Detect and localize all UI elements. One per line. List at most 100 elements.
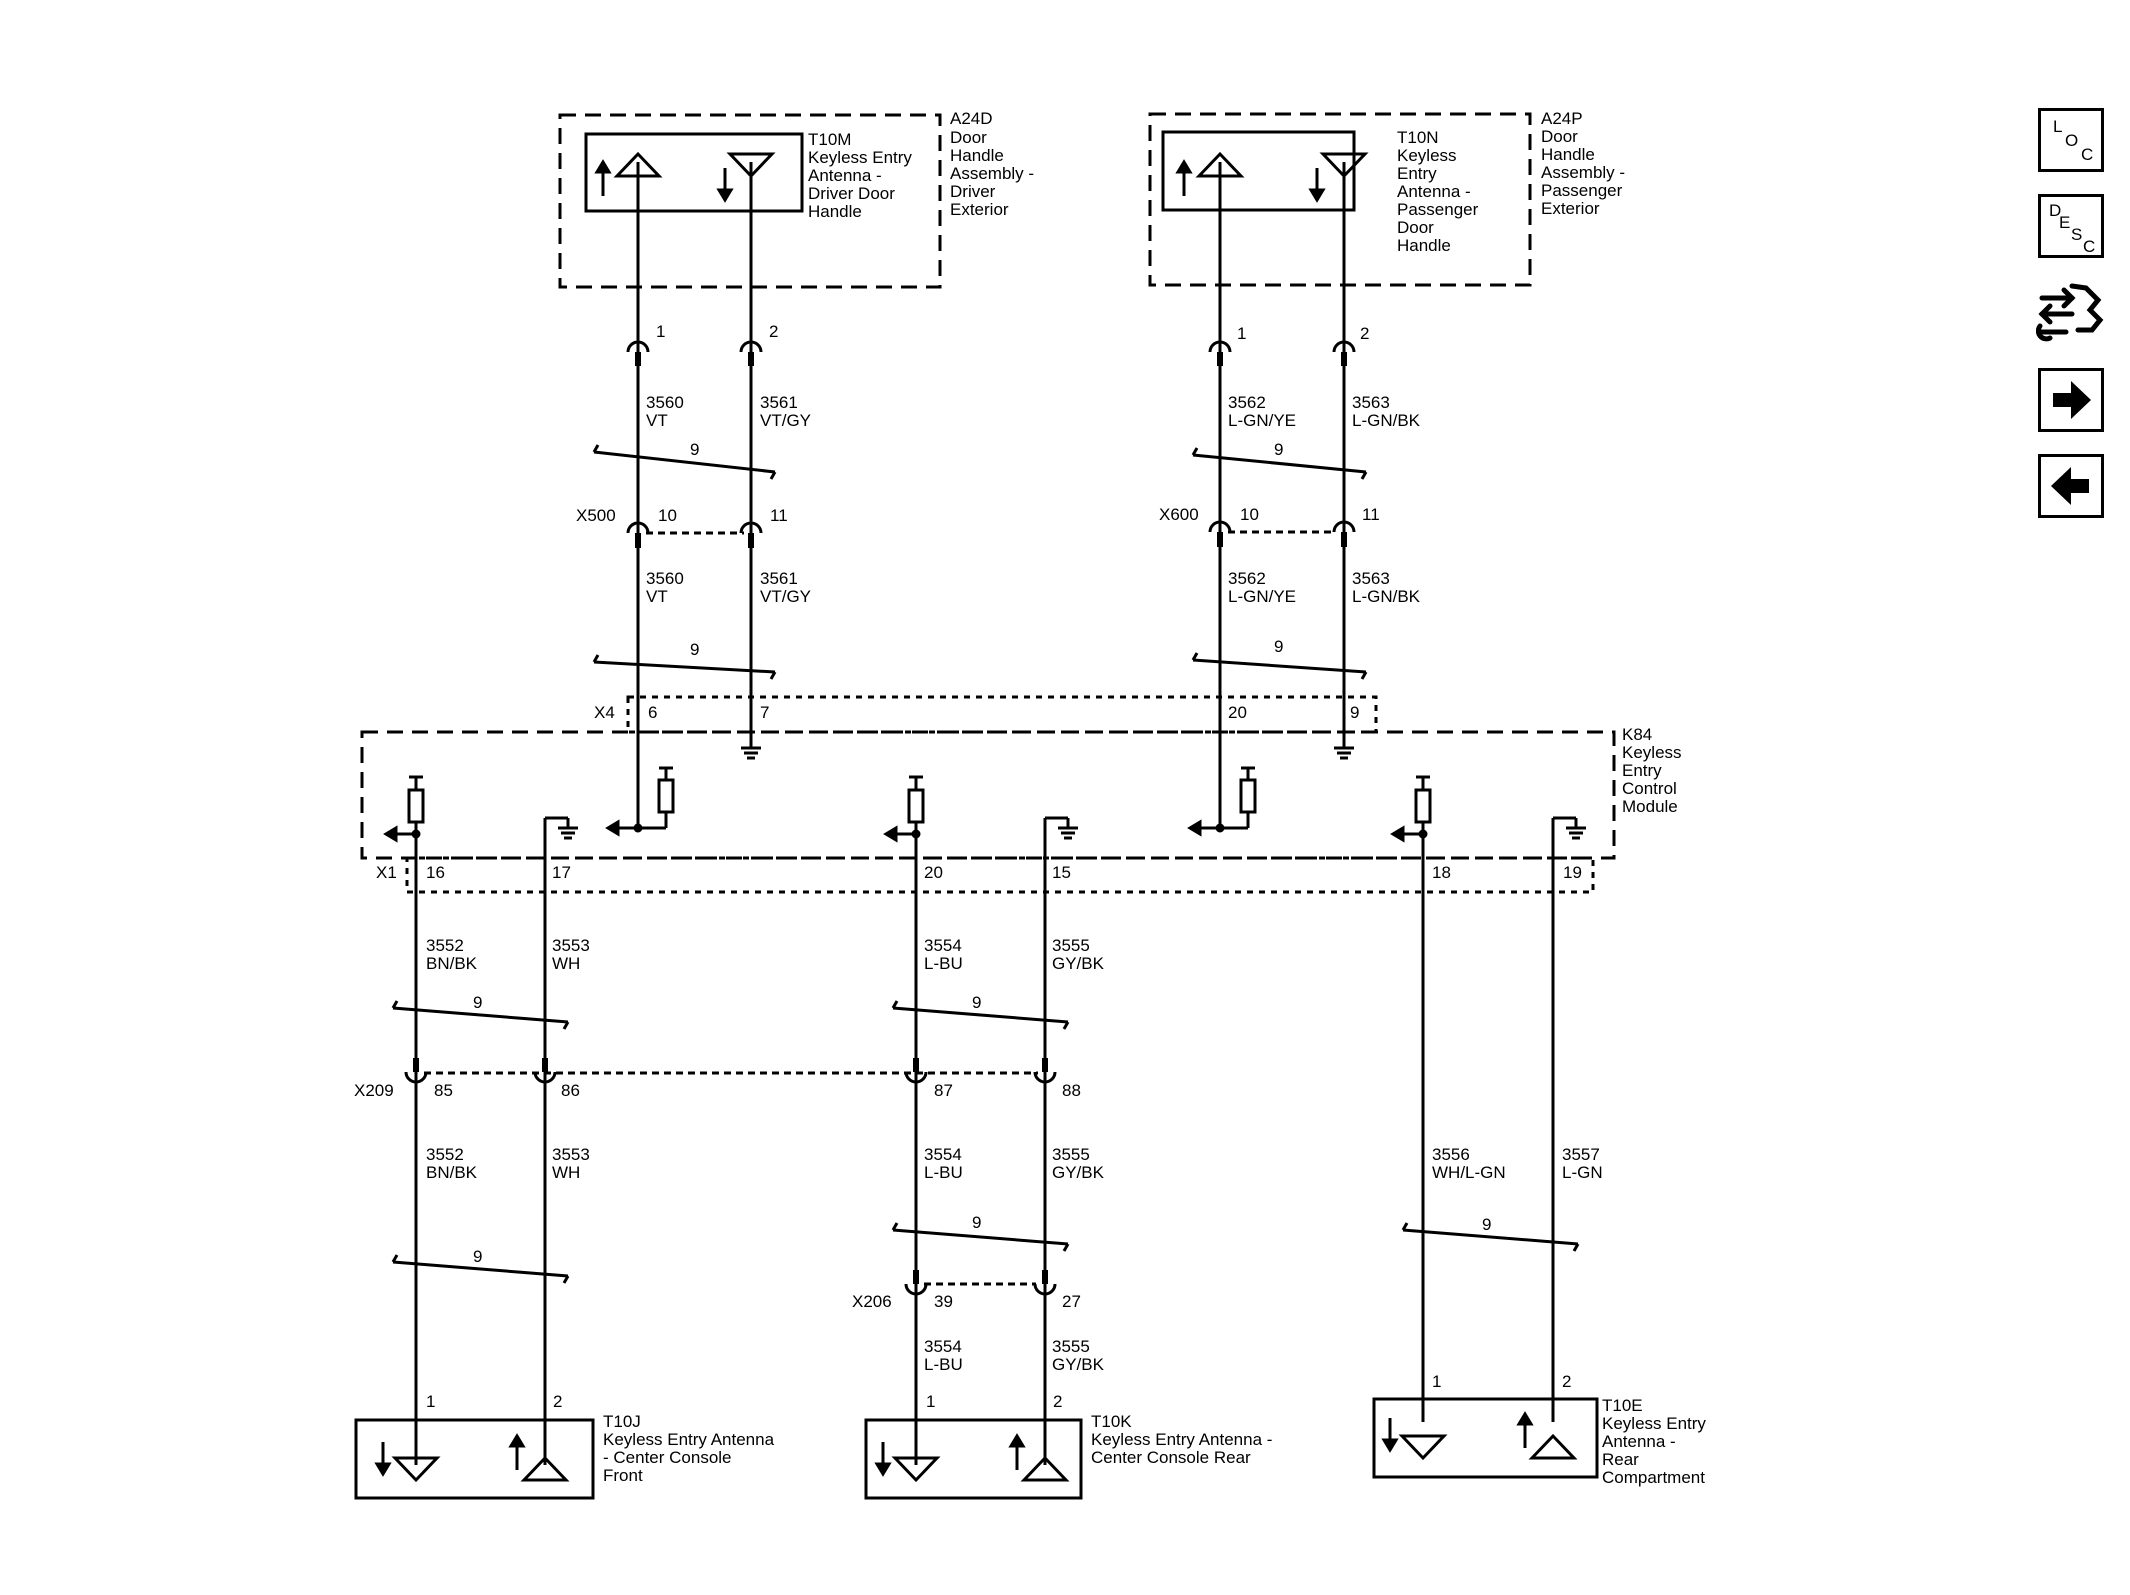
a24d-desc: Driver	[950, 182, 996, 201]
a24d-dashed-box	[558, 113, 942, 289]
circuit-number: 3557	[1562, 1145, 1600, 1164]
twist-label: 9	[473, 993, 482, 1012]
desc-letter: E	[2059, 213, 2071, 232]
circuit-color: VT/GY	[760, 587, 811, 606]
circuit-color: L-GN/BK	[1352, 411, 1421, 430]
pin-number: 19	[1563, 863, 1582, 882]
t10j-desc: - Center Console	[603, 1448, 732, 1467]
pin-number: 88	[1062, 1081, 1081, 1100]
pin-number: 39	[934, 1292, 953, 1311]
pin-number: 1	[1237, 324, 1246, 343]
connector-end-view-icon[interactable]	[2035, 276, 2108, 346]
twist-label: 9	[1482, 1215, 1491, 1234]
circuit-number: 3561	[760, 393, 798, 412]
connector-label: X4	[594, 703, 615, 722]
connector-label: X209	[354, 1081, 394, 1100]
twist-marker	[1192, 453, 1367, 474]
circuit-color: WH	[552, 1163, 580, 1182]
pin-number: 2	[1562, 1372, 1571, 1391]
forward-button[interactable]	[2038, 368, 2104, 432]
connector-cavity	[1033, 1283, 1057, 1296]
circuit-color: VT	[646, 411, 668, 430]
circuit-number: 3561	[760, 569, 798, 588]
twist-marker	[592, 444, 600, 453]
back-button[interactable]	[2038, 454, 2104, 518]
a24p-desc: Passenger	[1541, 181, 1623, 200]
pin-number: 2	[1360, 324, 1369, 343]
circuit-number: 3556	[1432, 1145, 1470, 1164]
pin-number: 17	[552, 863, 571, 882]
t10m-desc: Driver Door	[808, 184, 895, 203]
twist-marker	[892, 1006, 1069, 1024]
t10e-desc: Compartment	[1602, 1468, 1705, 1487]
twist-label: 9	[690, 640, 699, 659]
circuit-number: 3563	[1352, 393, 1390, 412]
twist-label: 9	[972, 993, 981, 1012]
t10e-desc: Antenna -	[1602, 1432, 1676, 1451]
connector-cavity	[626, 521, 650, 534]
circuit-number: 3555	[1052, 1337, 1090, 1356]
t10m-desc: Handle	[808, 202, 862, 221]
circuit-number: 3560	[646, 569, 684, 588]
circuit-number: 3563	[1352, 569, 1390, 588]
a24p-dashed-box	[1148, 112, 1532, 287]
circuit-color: WH/L-GN	[1432, 1163, 1506, 1182]
description-button[interactable]: D E S C	[2038, 194, 2104, 258]
twist-marker	[392, 1006, 569, 1024]
antenna-transmit-icon	[520, 1455, 570, 1482]
connector-label: X206	[852, 1292, 892, 1311]
pin-number: 1	[926, 1392, 935, 1411]
circuit-color: VT/GY	[760, 411, 811, 430]
pin-number: 16	[426, 863, 445, 882]
pullup-resistor	[1390, 775, 1432, 843]
pin-number: 6	[648, 703, 657, 722]
connector-cavity	[1208, 520, 1232, 533]
twist-label: 9	[1274, 440, 1283, 459]
t10k-box	[864, 1418, 1083, 1500]
x1-connector-outline	[405, 856, 1595, 894]
antenna-transmit-icon	[613, 151, 663, 178]
t10m-desc: Antenna -	[808, 166, 882, 185]
pin-number: 1	[426, 1392, 435, 1411]
location-button[interactable]: L O C	[2038, 108, 2104, 172]
twist-marker	[1191, 652, 1199, 661]
twist-marker	[1572, 1243, 1580, 1252]
t10j-box	[354, 1418, 595, 1500]
twist-marker	[391, 1254, 399, 1263]
connector-cavity	[739, 521, 763, 534]
t10k-ref: T10K	[1091, 1412, 1132, 1431]
k84-ref: K84	[1622, 725, 1652, 744]
circuit-color: GY/BK	[1052, 1163, 1105, 1182]
antenna-transmit-icon	[1195, 151, 1245, 178]
t10n-ref: T10N	[1397, 128, 1439, 147]
twist-label: 9	[473, 1247, 482, 1266]
connector-cavity	[1332, 520, 1356, 533]
t10j-ref: T10J	[603, 1412, 641, 1431]
t10e-desc: Rear	[1602, 1450, 1639, 1469]
circuit-color: L-BU	[924, 954, 963, 973]
twist-marker	[1401, 1222, 1409, 1231]
k84-desc: Module	[1622, 797, 1678, 816]
pin-number: 27	[1062, 1292, 1081, 1311]
pullup-resistor	[383, 775, 425, 843]
connector-cavity	[533, 1071, 557, 1084]
t10e-box	[1372, 1397, 1599, 1479]
pin-number: 2	[553, 1392, 562, 1411]
a24d-desc: Assembly -	[950, 164, 1034, 183]
twist-label: 9	[1274, 637, 1283, 656]
antenna-receive-icon	[891, 1456, 941, 1483]
twist-marker	[1192, 658, 1367, 674]
circuit-number: 3560	[646, 393, 684, 412]
connector-cavity	[739, 340, 763, 353]
twist-marker	[592, 654, 600, 663]
circuit-number: 3562	[1228, 569, 1266, 588]
circuit-color: GY/BK	[1052, 954, 1105, 973]
pin-number: 10	[1240, 505, 1259, 524]
circuit-number: 3554	[924, 1337, 962, 1356]
circuit-color: L-GN/YE	[1228, 411, 1296, 430]
twist-marker	[891, 1000, 899, 1009]
twist-label: 9	[690, 440, 699, 459]
desc-letter: S	[2071, 225, 2083, 244]
loc-letter: C	[2081, 145, 2094, 164]
twist-marker	[1191, 447, 1199, 456]
